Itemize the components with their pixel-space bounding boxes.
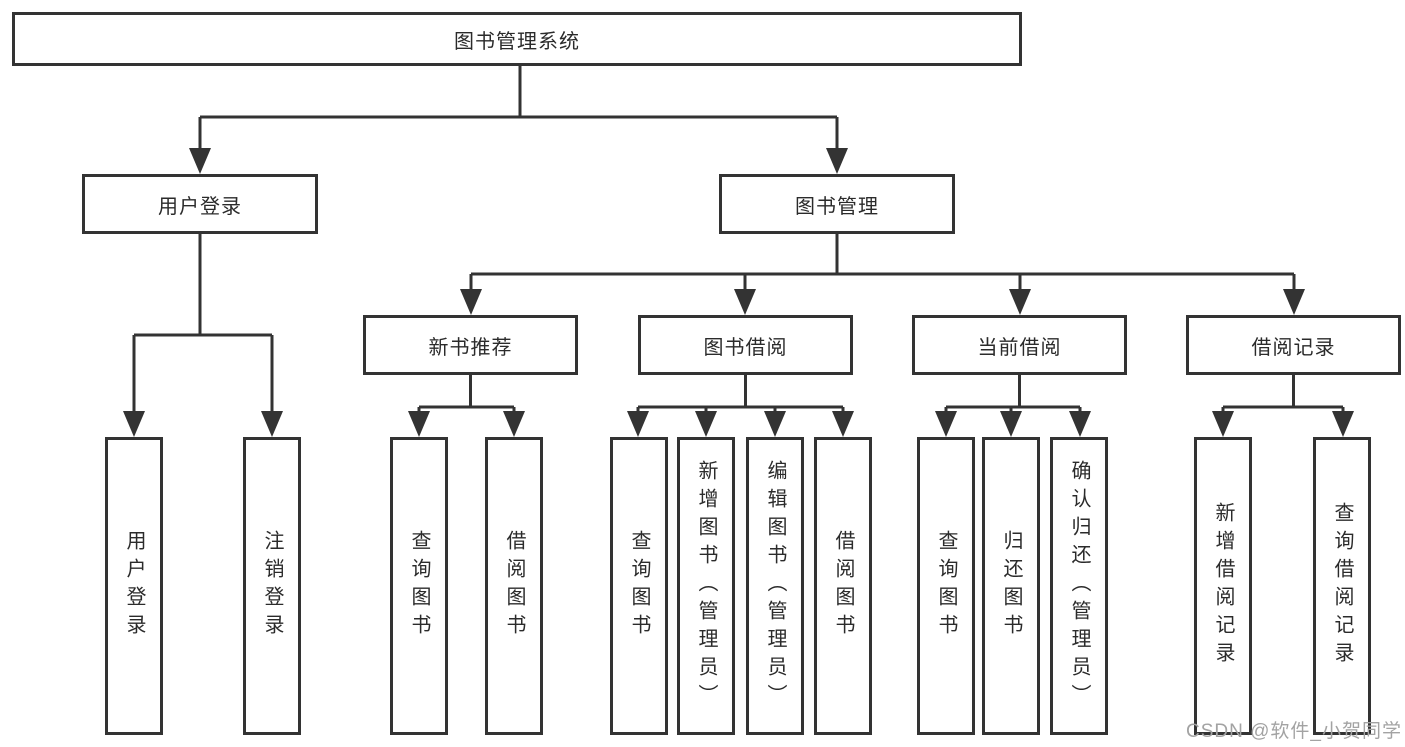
connector-records-to-children bbox=[1221, 375, 1345, 415]
node-leaf-logout: 注销登录 bbox=[243, 437, 301, 735]
csdn-watermark: CSDN @软件_小贺同学 bbox=[1186, 721, 1402, 742]
node-book-borrow: 图书借阅 bbox=[638, 315, 853, 375]
node-current-borrow: 当前借阅 bbox=[912, 315, 1127, 375]
connector-borrow-to-children bbox=[636, 375, 845, 415]
node-leaf-query-books-current: 查询图书 bbox=[917, 437, 975, 735]
connector-bookmgmt-to-level3 bbox=[469, 234, 1296, 293]
node-user-login: 用户登录 bbox=[82, 174, 318, 234]
node-leaf-query-borrow-record: 查询借阅记录 bbox=[1313, 437, 1371, 735]
node-leaf-edit-books-admin: 编辑图书（管理员） bbox=[746, 437, 804, 735]
node-book-management: 图书管理 bbox=[719, 174, 955, 234]
node-new-book-recommend: 新书推荐 bbox=[363, 315, 578, 375]
node-leaf-return-books: 归还图书 bbox=[982, 437, 1040, 735]
node-leaf-user-login: 用户登录 bbox=[105, 437, 163, 735]
node-leaf-query-books-recommend: 查询图书 bbox=[390, 437, 448, 735]
node-leaf-add-books-admin: 新增图书（管理员） bbox=[677, 437, 735, 735]
node-leaf-confirm-return-admin: 确认归还（管理员） bbox=[1050, 437, 1108, 735]
connector-root-to-level2 bbox=[198, 66, 839, 153]
arrowheads bbox=[123, 148, 1354, 437]
node-leaf-add-borrow-record: 新增借阅记录 bbox=[1194, 437, 1252, 735]
connector-userlogin-to-children bbox=[132, 234, 274, 415]
connector-current-to-children bbox=[944, 375, 1082, 415]
node-leaf-borrow-books: 借阅图书 bbox=[814, 437, 872, 735]
node-leaf-borrow-books-recommend: 借阅图书 bbox=[485, 437, 543, 735]
node-borrow-records: 借阅记录 bbox=[1186, 315, 1401, 375]
node-leaf-query-books-borrow: 查询图书 bbox=[610, 437, 668, 735]
connector-recommend-to-children bbox=[417, 375, 516, 415]
node-library-management-system: 图书管理系统 bbox=[12, 12, 1022, 66]
